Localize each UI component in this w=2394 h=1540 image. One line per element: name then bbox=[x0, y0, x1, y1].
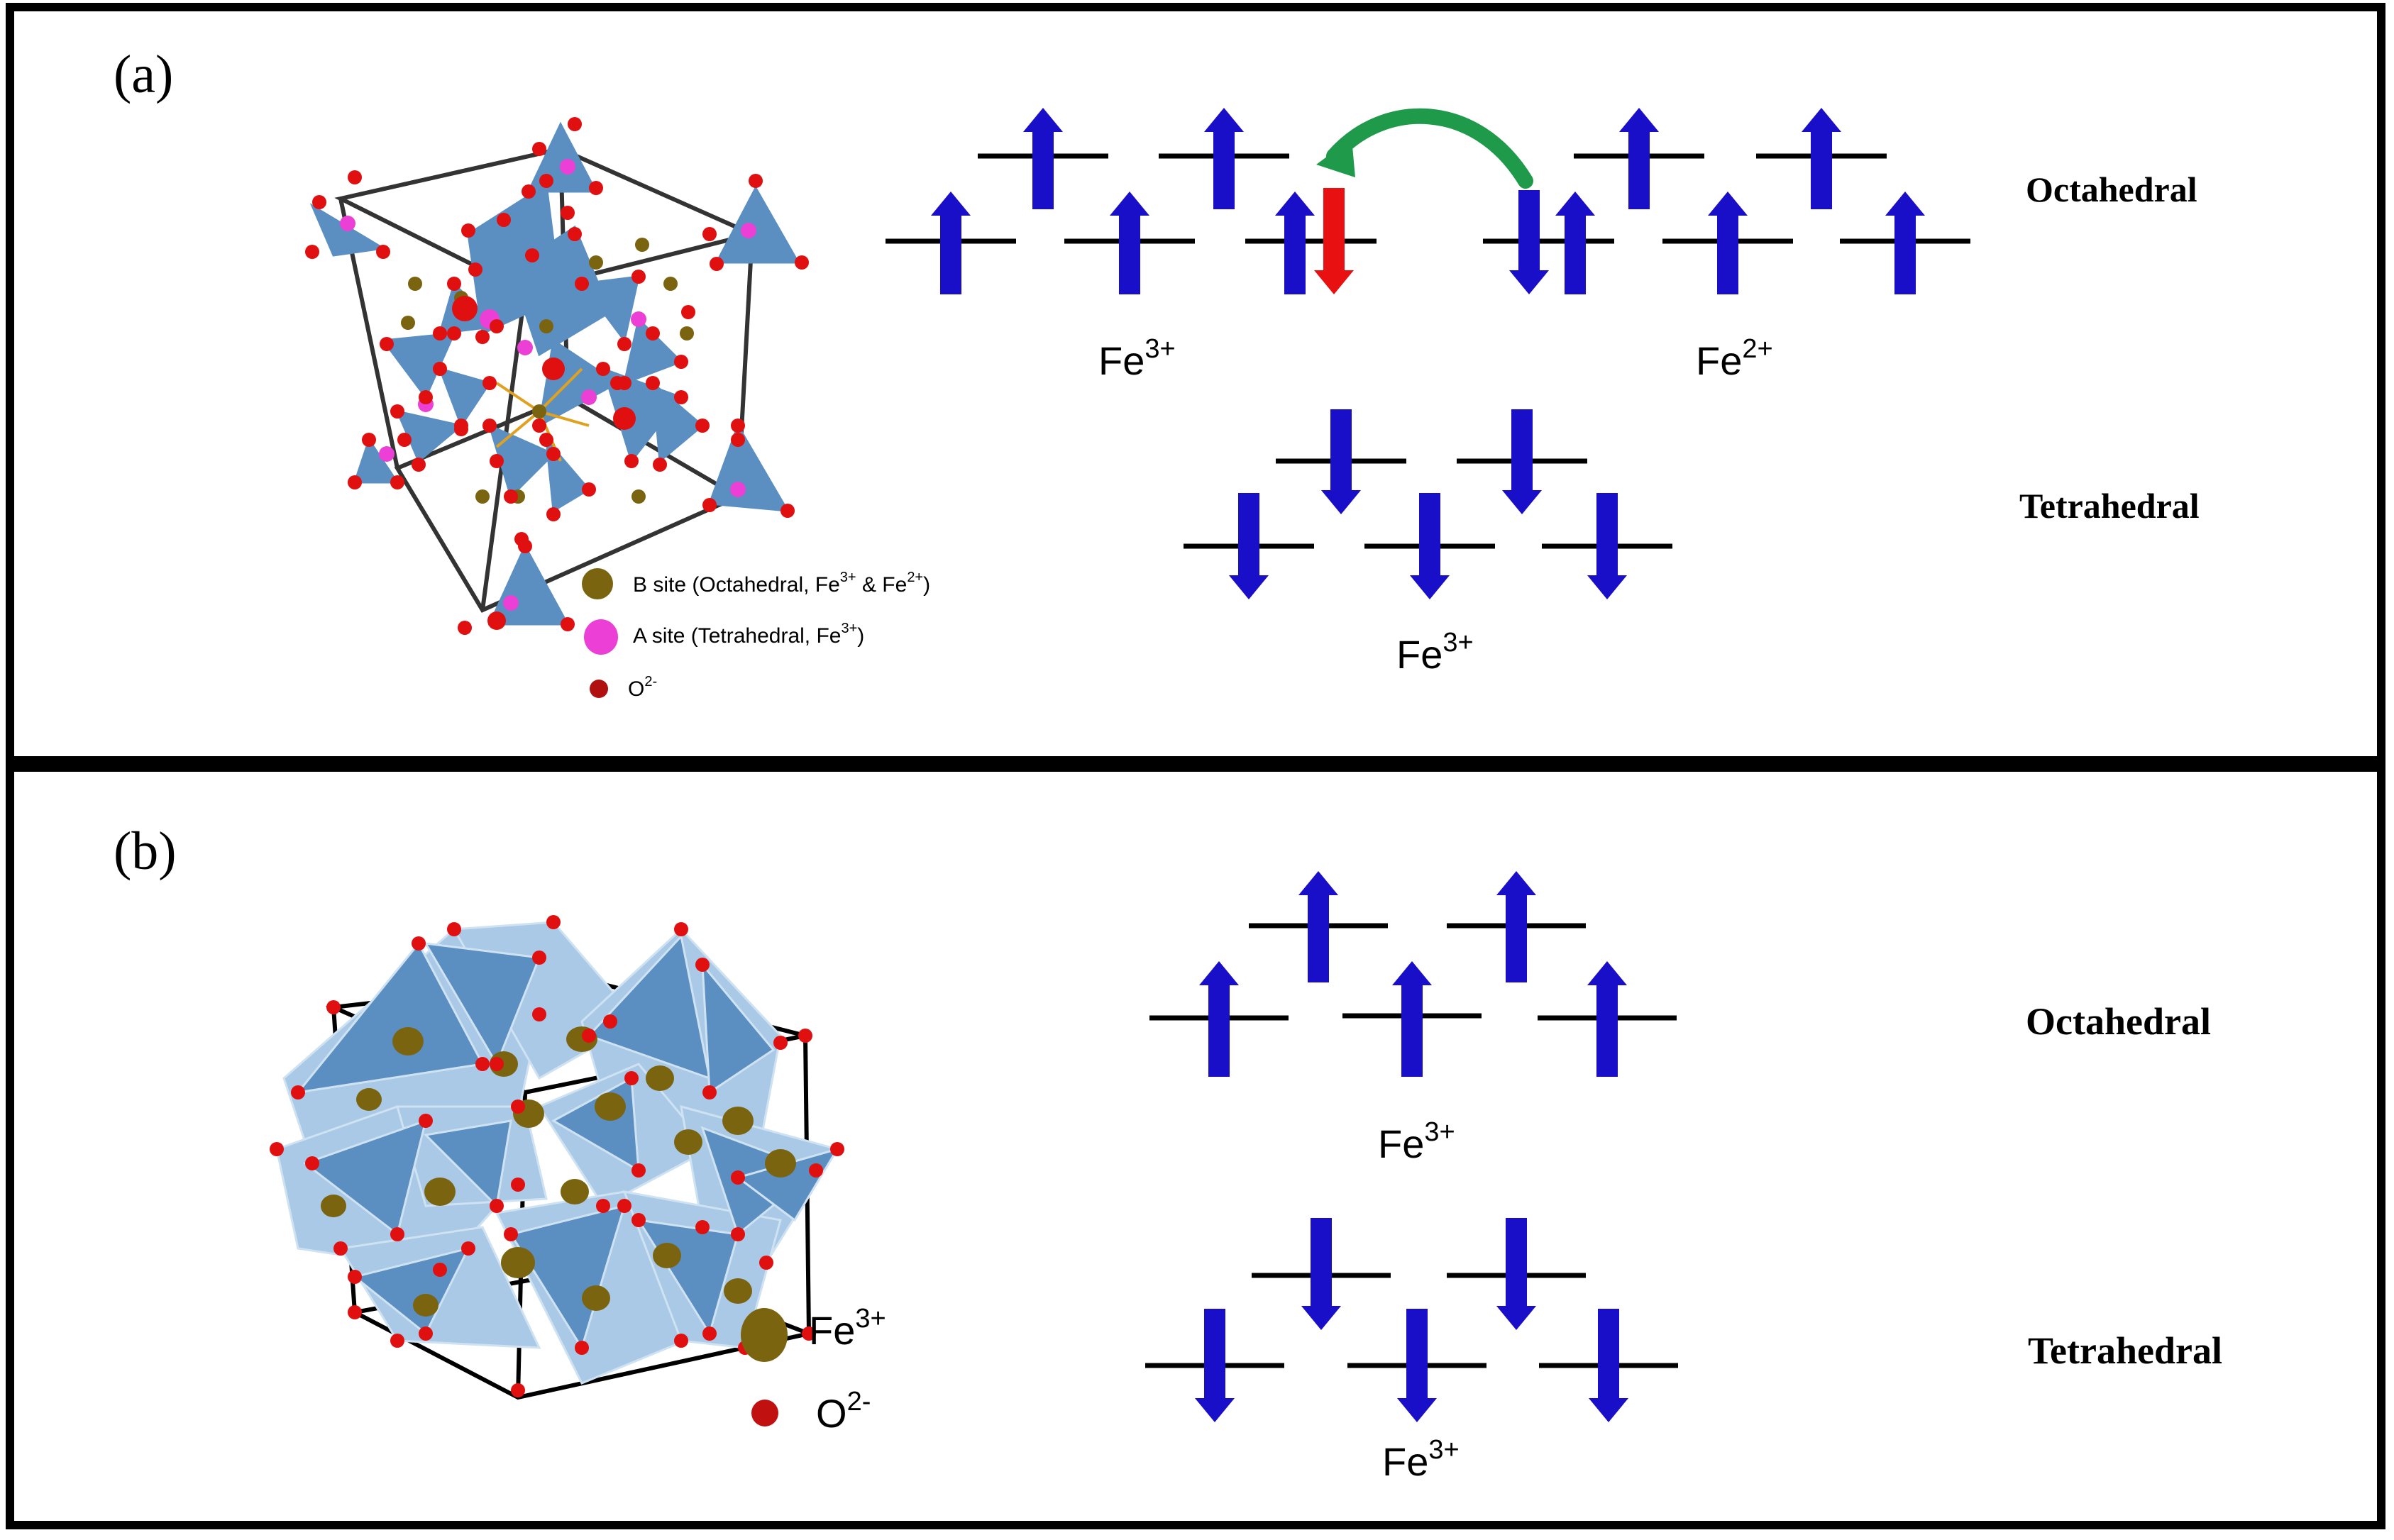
spin-down-arrow bbox=[1301, 1218, 1341, 1330]
ion-label-oct-b: Fe3+ bbox=[1378, 1117, 1455, 1166]
legend-b-site-label: B site (Octahedral, Fe3+ & Fe2+) bbox=[633, 570, 930, 597]
spin-up-arrow bbox=[1298, 871, 1338, 982]
tetrahedral-label-a: Tetrahedral bbox=[2019, 486, 2200, 526]
spin-down-arrow bbox=[1587, 493, 1627, 599]
spin-up-arrow bbox=[1392, 961, 1432, 1077]
panel-a-frame bbox=[6, 3, 2385, 765]
spin-up-arrow bbox=[1802, 108, 1841, 209]
electron-hop-arrowhead bbox=[1316, 138, 1355, 177]
spin-down-arrow bbox=[1502, 409, 1542, 514]
spin-down-arrow bbox=[1321, 409, 1361, 514]
legend-o-label: O2- bbox=[816, 1387, 871, 1436]
spin-up-arrow bbox=[1619, 108, 1659, 209]
spin-down-arrow bbox=[1589, 1309, 1628, 1422]
legend-b-site-marker bbox=[582, 568, 613, 599]
spin-diagram-b bbox=[1145, 871, 1678, 1422]
spin-up-arrow bbox=[1110, 192, 1149, 294]
minority-spin-down-arrow bbox=[1314, 188, 1354, 294]
spin-up-arrow bbox=[931, 192, 971, 294]
spin-diagram-a bbox=[886, 108, 1970, 599]
spin-up-arrow bbox=[1199, 961, 1239, 1077]
spin-up-arrow bbox=[1023, 108, 1063, 209]
legend-fe-marker bbox=[741, 1308, 788, 1362]
spin-up-arrow bbox=[1275, 192, 1315, 294]
spin-down-arrow bbox=[1509, 190, 1549, 294]
electron-hop-arrow bbox=[1326, 108, 1533, 189]
ion-label-tet-b: Fe3+ bbox=[1382, 1435, 1460, 1484]
panel-b-frame bbox=[6, 763, 2385, 1529]
tetrahedral-label-b: Tetrahedral bbox=[2028, 1329, 2222, 1372]
spin-down-arrow bbox=[1496, 1218, 1536, 1330]
octahedral-label-b: Octahedral bbox=[2026, 1000, 2211, 1043]
spin-up-arrow bbox=[1496, 871, 1536, 982]
spin-down-arrow bbox=[1397, 1309, 1437, 1422]
panel-b-label: (b) bbox=[114, 821, 177, 881]
legend-a-site-marker bbox=[584, 619, 618, 655]
legend-a: B site (Octahedral, Fe3+ & Fe2+) A site … bbox=[582, 568, 930, 701]
ion-label-tet-a: Fe3+ bbox=[1396, 628, 1474, 677]
spin-up-arrow bbox=[1204, 108, 1244, 209]
spin-down-arrow bbox=[1410, 493, 1450, 599]
spin-up-arrow bbox=[1555, 192, 1595, 294]
spin-up-arrow bbox=[1708, 192, 1748, 294]
crystal-structure-b bbox=[270, 915, 844, 1400]
legend-o-marker bbox=[751, 1400, 778, 1427]
spin-down-arrow bbox=[1229, 493, 1269, 599]
crystal-structure-a bbox=[305, 117, 809, 635]
panel-a-label: (a) bbox=[114, 45, 173, 104]
octahedral-label-a: Octahedral bbox=[2026, 170, 2197, 209]
spin-up-arrow bbox=[1885, 192, 1925, 294]
legend-fe-label: Fe3+ bbox=[809, 1304, 886, 1353]
ion-label-oct-right-a: Fe2+ bbox=[1696, 334, 1773, 383]
legend-oxygen-label: O2- bbox=[628, 674, 657, 701]
legend-a-site-label: A site (Tetrahedral, Fe3+) bbox=[633, 621, 864, 648]
legend-b: Fe3+ O2- bbox=[741, 1304, 886, 1436]
ion-label-oct-left-a: Fe3+ bbox=[1098, 334, 1176, 383]
spin-up-arrow bbox=[1587, 961, 1627, 1077]
legend-oxygen-marker bbox=[590, 680, 608, 698]
spin-down-arrow bbox=[1195, 1309, 1235, 1422]
